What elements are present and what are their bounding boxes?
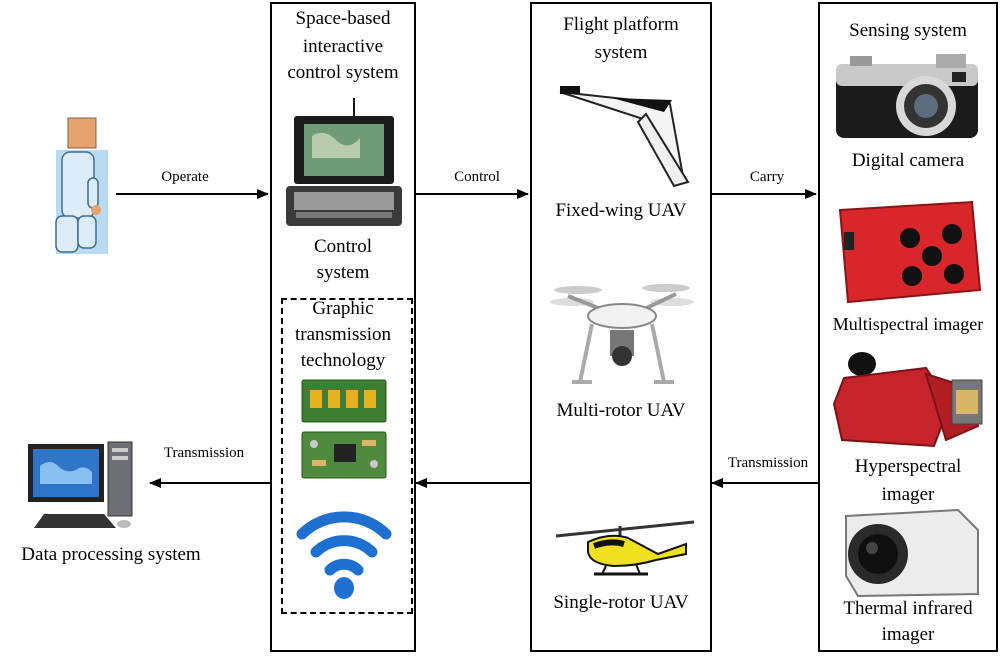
carry-label: Carry	[749, 169, 785, 185]
thermal-infrared-imager-image	[838, 506, 982, 598]
flight-box-title-line-1: Flight platform	[563, 14, 679, 35]
multispectral-imager-icon	[838, 200, 982, 304]
single-rotor-uav-image	[554, 494, 696, 584]
graphic-line-2: transmission	[294, 324, 392, 345]
flight-box-title-line-2: system	[594, 42, 648, 63]
fixed-wing-uav-image	[552, 78, 694, 190]
multispectral-imager-image	[834, 198, 984, 304]
thermal-infrared-imager-label-line-1: Thermal infrared	[843, 598, 973, 619]
single-rotor-uav-label: Single-rotor UAV	[553, 592, 689, 613]
single-rotor-uav-icon	[555, 520, 695, 576]
multi-rotor-uav-label: Multi-rotor UAV	[556, 400, 686, 421]
transmission-chip-2	[300, 430, 388, 480]
control-box-title-line-1: Space-based	[295, 8, 391, 29]
multi-rotor-uav-icon	[550, 284, 694, 384]
desktop-computer-icon	[28, 441, 133, 528]
hyperspectral-imager-image	[830, 348, 988, 452]
digital-camera-icon	[836, 54, 978, 138]
graphic-line-3: technology	[300, 350, 386, 371]
thermal-infrared-imager-icon	[845, 508, 979, 598]
circuit-board-icon-2	[301, 431, 387, 479]
control-device-label-line-2: system	[316, 262, 370, 283]
digital-camera-image	[832, 48, 982, 144]
ground-control-station-icon	[286, 98, 402, 226]
operate-label: Operate	[161, 169, 209, 185]
transmission-label-right: Transmission	[727, 455, 809, 471]
data-processing-computer	[20, 436, 140, 536]
operator-figure	[48, 116, 118, 258]
hyperspectral-imager-icon	[832, 352, 983, 448]
digital-camera-label: Digital camera	[851, 150, 965, 171]
graphic-transmission-box	[281, 298, 413, 614]
transmission-chip-1	[300, 378, 388, 424]
hyperspectral-imager-label-line-2: imager	[881, 484, 935, 505]
graphic-line-1: Graphic	[312, 298, 374, 319]
wifi-signal	[296, 492, 392, 602]
multispectral-imager-label: Multispectral imager	[832, 314, 984, 334]
multi-rotor-uav-image	[548, 272, 696, 390]
fixed-wing-uav-label: Fixed-wing UAV	[555, 200, 687, 221]
control-device	[282, 96, 406, 236]
circuit-board-icon	[301, 379, 387, 423]
control-box-title-line-3: control system	[287, 62, 399, 83]
transmission-label-left: Transmission	[163, 445, 245, 461]
sensing-box-title: Sensing system	[849, 20, 967, 41]
person-icon	[55, 117, 108, 254]
thermal-infrared-imager-label-line-2: imager	[881, 624, 935, 645]
data-processing-label: Data processing system	[21, 544, 201, 565]
wifi-icon	[296, 511, 392, 599]
control-label: Control	[454, 169, 500, 185]
hyperspectral-imager-label-line-1: Hyperspectral	[854, 456, 962, 477]
control-device-label-line-1: Control	[313, 236, 373, 257]
fixed-wing-uav-icon	[559, 86, 690, 188]
control-box-title-line-2: interactive	[302, 36, 384, 57]
